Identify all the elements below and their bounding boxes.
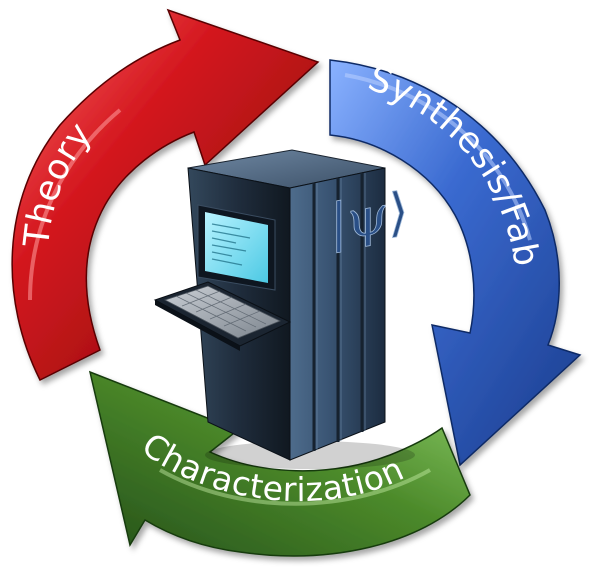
computer-server-icon: |ψ⟩ bbox=[153, 149, 415, 469]
keyboard-icon bbox=[153, 281, 292, 351]
monitor-screen bbox=[205, 212, 268, 283]
theory-arrow bbox=[11, 8, 320, 382]
psi-ket-symbol: |ψ⟩ bbox=[330, 180, 409, 254]
characterization-arrow bbox=[88, 370, 471, 557]
synthesis-arrow bbox=[329, 59, 582, 467]
